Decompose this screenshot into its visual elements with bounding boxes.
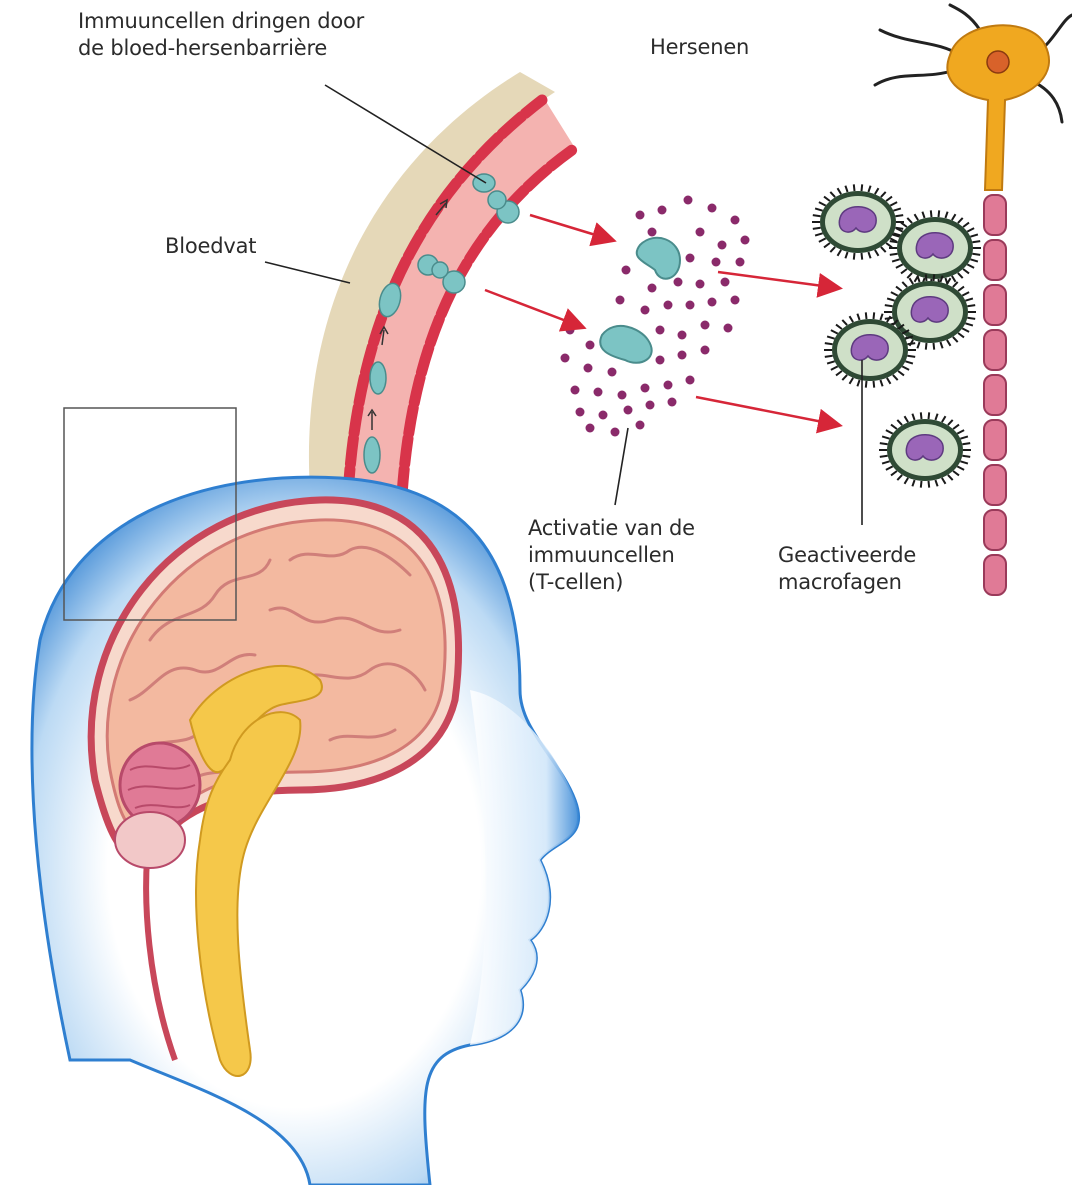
antibody-dot: [618, 391, 627, 400]
macrophages: [812, 184, 981, 487]
arrow-vessel-to-activation-1: [530, 215, 612, 240]
antibody-dot: [674, 278, 683, 287]
antibody-dot: [616, 296, 625, 305]
label-macrophages: Geactiveerde macrofagen: [778, 542, 916, 596]
antibody-dot: [668, 398, 677, 407]
neuron-soma: [947, 25, 1049, 190]
antibody-dot: [701, 321, 710, 330]
myelin-segment: [984, 285, 1006, 325]
antibody-dot: [584, 364, 593, 373]
label-vessel-text: Bloedvat: [165, 233, 256, 260]
face-shading: [470, 690, 579, 1045]
antibody-dot: [608, 368, 617, 377]
antibody-dot: [724, 324, 733, 333]
arrow-activation-to-macrophage-1: [718, 272, 838, 288]
antibody-dot: [646, 401, 655, 410]
antibody-dot: [636, 211, 645, 220]
antibody-dot: [648, 228, 657, 237]
antibody-dot: [624, 406, 633, 415]
activated-t-cells: [600, 238, 680, 363]
antibody-dot: [678, 351, 687, 360]
antibody-dot: [656, 326, 665, 335]
label-brain: Hersenen: [650, 34, 749, 61]
myelin-segment: [984, 195, 1006, 235]
antibody-dot: [566, 326, 575, 335]
antibody-dot: [622, 266, 631, 275]
myelin-segment: [984, 330, 1006, 370]
arrow-activation-to-macrophage-2: [696, 397, 838, 425]
label-bbb-line-2: de bloed-hersenbarrière: [78, 35, 364, 62]
leader-activation: [615, 428, 628, 505]
antibody-dot: [594, 388, 603, 397]
macrophage-nucleus: [906, 435, 943, 460]
myelin-segment: [984, 375, 1006, 415]
antibody-dot: [741, 236, 750, 245]
antibody-dot: [658, 206, 667, 215]
antibody-dot: [684, 196, 693, 205]
antibody-dot: [686, 254, 695, 263]
myelin-sheath: [984, 195, 1006, 595]
antibody-dot: [656, 356, 665, 365]
macrophage-cell: [879, 412, 971, 487]
antibody-dot: [721, 278, 730, 287]
neuron-nucleus: [987, 51, 1009, 73]
myelin-segment: [984, 240, 1006, 280]
head-illustration: [32, 408, 579, 1185]
antibody-dot: [708, 204, 717, 213]
macrophage-nucleus: [916, 233, 953, 258]
antibody-dot: [731, 296, 740, 305]
macrophage-nucleus: [851, 335, 888, 360]
antibody-dot: [718, 241, 727, 250]
antibody-dot: [731, 216, 740, 225]
label-bbb-line-1: Immuuncellen dringen door: [78, 8, 364, 35]
label-blood-brain-barrier: Immuuncellen dringen door de bloed-herse…: [78, 8, 364, 62]
antibody-dot: [561, 354, 570, 363]
myelin-segment: [984, 510, 1006, 550]
antibody-dot: [712, 258, 721, 267]
label-blood-vessel: Bloedvat: [165, 233, 256, 260]
antibody-dot: [686, 301, 695, 310]
antibody-dot: [586, 341, 595, 350]
antibody-dot: [599, 411, 608, 420]
antibody-dot: [696, 228, 705, 237]
antibody-dot: [611, 428, 620, 437]
label-activation-line-3: (T-cellen): [528, 569, 695, 596]
label-macrophages-line-1: Geactiveerde: [778, 542, 916, 569]
myelin-segment: [984, 420, 1006, 460]
leader-vessel: [265, 262, 350, 283]
antibody-dot: [736, 258, 745, 267]
macrophage-nucleus: [911, 297, 948, 322]
antibody-dot: [708, 298, 717, 307]
antibody-dot: [696, 280, 705, 289]
antibody-dot: [636, 421, 645, 430]
pons: [115, 812, 185, 868]
antibody-dot: [648, 284, 657, 293]
antibody-dot: [641, 384, 650, 393]
antibody-dot: [678, 331, 687, 340]
macrophage-nucleus: [839, 207, 876, 232]
label-macrophages-line-2: macrofagen: [778, 569, 916, 596]
antibody-dot: [641, 306, 650, 315]
antibody-dot: [571, 386, 580, 395]
myelin-segment: [984, 465, 1006, 505]
label-activation-line-1: Activatie van de: [528, 515, 695, 542]
antibody-dot: [664, 301, 673, 310]
antibody-dot: [701, 346, 710, 355]
myelin-segment: [984, 555, 1006, 595]
antibody-dot: [686, 376, 695, 385]
label-activation-line-2: immuuncellen: [528, 542, 695, 569]
antibody-dot: [664, 381, 673, 390]
label-brain-text: Hersenen: [650, 34, 749, 61]
antibody-dot: [586, 424, 595, 433]
label-activation: Activatie van de immuuncellen (T-cellen): [528, 515, 695, 596]
arrow-vessel-to-activation-2: [485, 290, 582, 327]
antibody-dot: [576, 408, 585, 417]
